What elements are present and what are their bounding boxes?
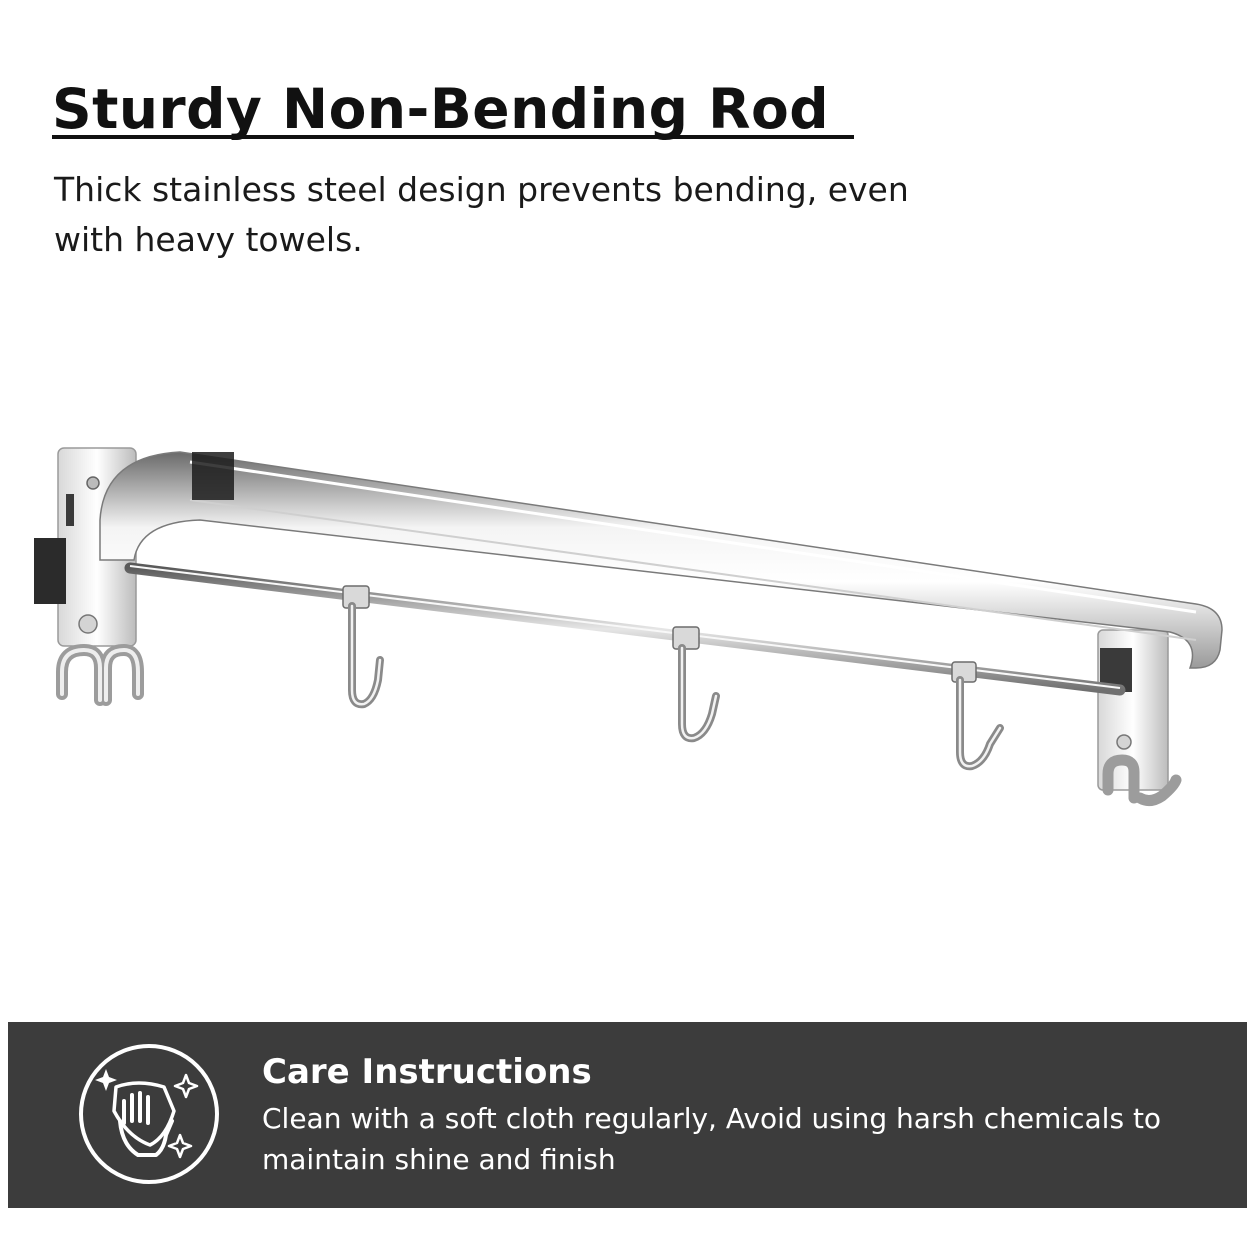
headline: Sturdy Non-Bending Rod xyxy=(52,77,830,141)
hand-cleaning-cloth-icon xyxy=(79,1044,219,1184)
right-wall-bracket xyxy=(1097,629,1182,807)
sliding-hook xyxy=(342,585,384,709)
subtext: Thick stainless steel design prevents be… xyxy=(54,170,909,259)
care-title: Care Instructions xyxy=(262,1052,592,1092)
care-text: Clean with a soft cloth regularly, Avoid… xyxy=(262,1102,1162,1176)
sliding-hook xyxy=(672,626,720,743)
headline-underline xyxy=(52,135,854,139)
towel-rack-image xyxy=(34,447,1223,807)
care-instructions-panel: Care Instructions Clean with a soft clot… xyxy=(8,1022,1247,1208)
sliding-hook xyxy=(951,661,1004,771)
top-shelf-bar xyxy=(99,451,1223,669)
